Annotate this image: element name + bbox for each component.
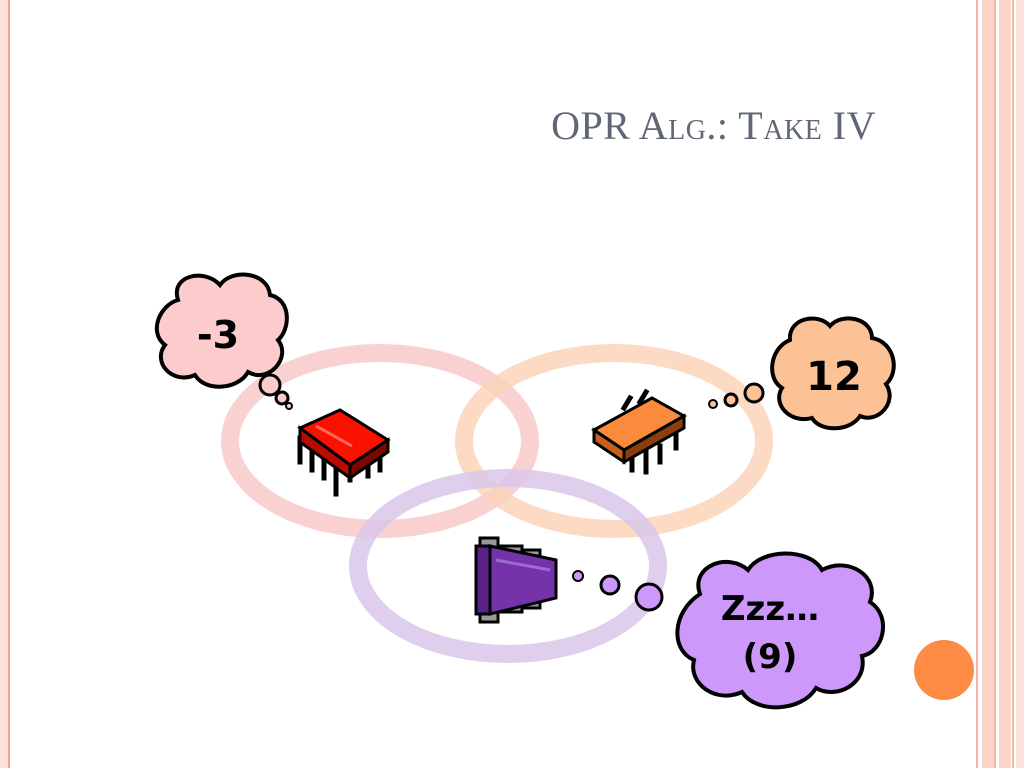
processor-chip-icon: [591, 388, 688, 475]
thought-bubble-icon: -3: [154, 272, 293, 410]
left-border: [0, 0, 8, 768]
ring-orange: [455, 344, 773, 538]
processor-chip-icon: [297, 408, 391, 497]
left-border-line: [8, 0, 10, 768]
right-border-stripe: [994, 0, 996, 768]
thought-bubble-icon: 12: [708, 316, 896, 431]
right-border-stripe: [1016, 0, 1024, 768]
bubble-value-orange: 12: [806, 354, 862, 400]
ring-purple: [349, 469, 667, 663]
bubble-text-line2: (9): [743, 637, 798, 677]
bubble-value-red: -3: [197, 313, 239, 357]
thought-bubble-icon: Zzz… (9): [572, 551, 886, 710]
right-border-stripe: [999, 0, 1011, 768]
bubble-text-line1: Zzz…: [721, 589, 819, 629]
right-border-stripe: [976, 0, 978, 768]
accent-dot: [914, 640, 974, 700]
right-border-stripe: [1012, 0, 1014, 768]
right-border-stripe: [982, 0, 994, 768]
slide-title: OPR Alg.: Take IV: [551, 103, 876, 148]
sleeping-processor-icon: [474, 536, 558, 624]
